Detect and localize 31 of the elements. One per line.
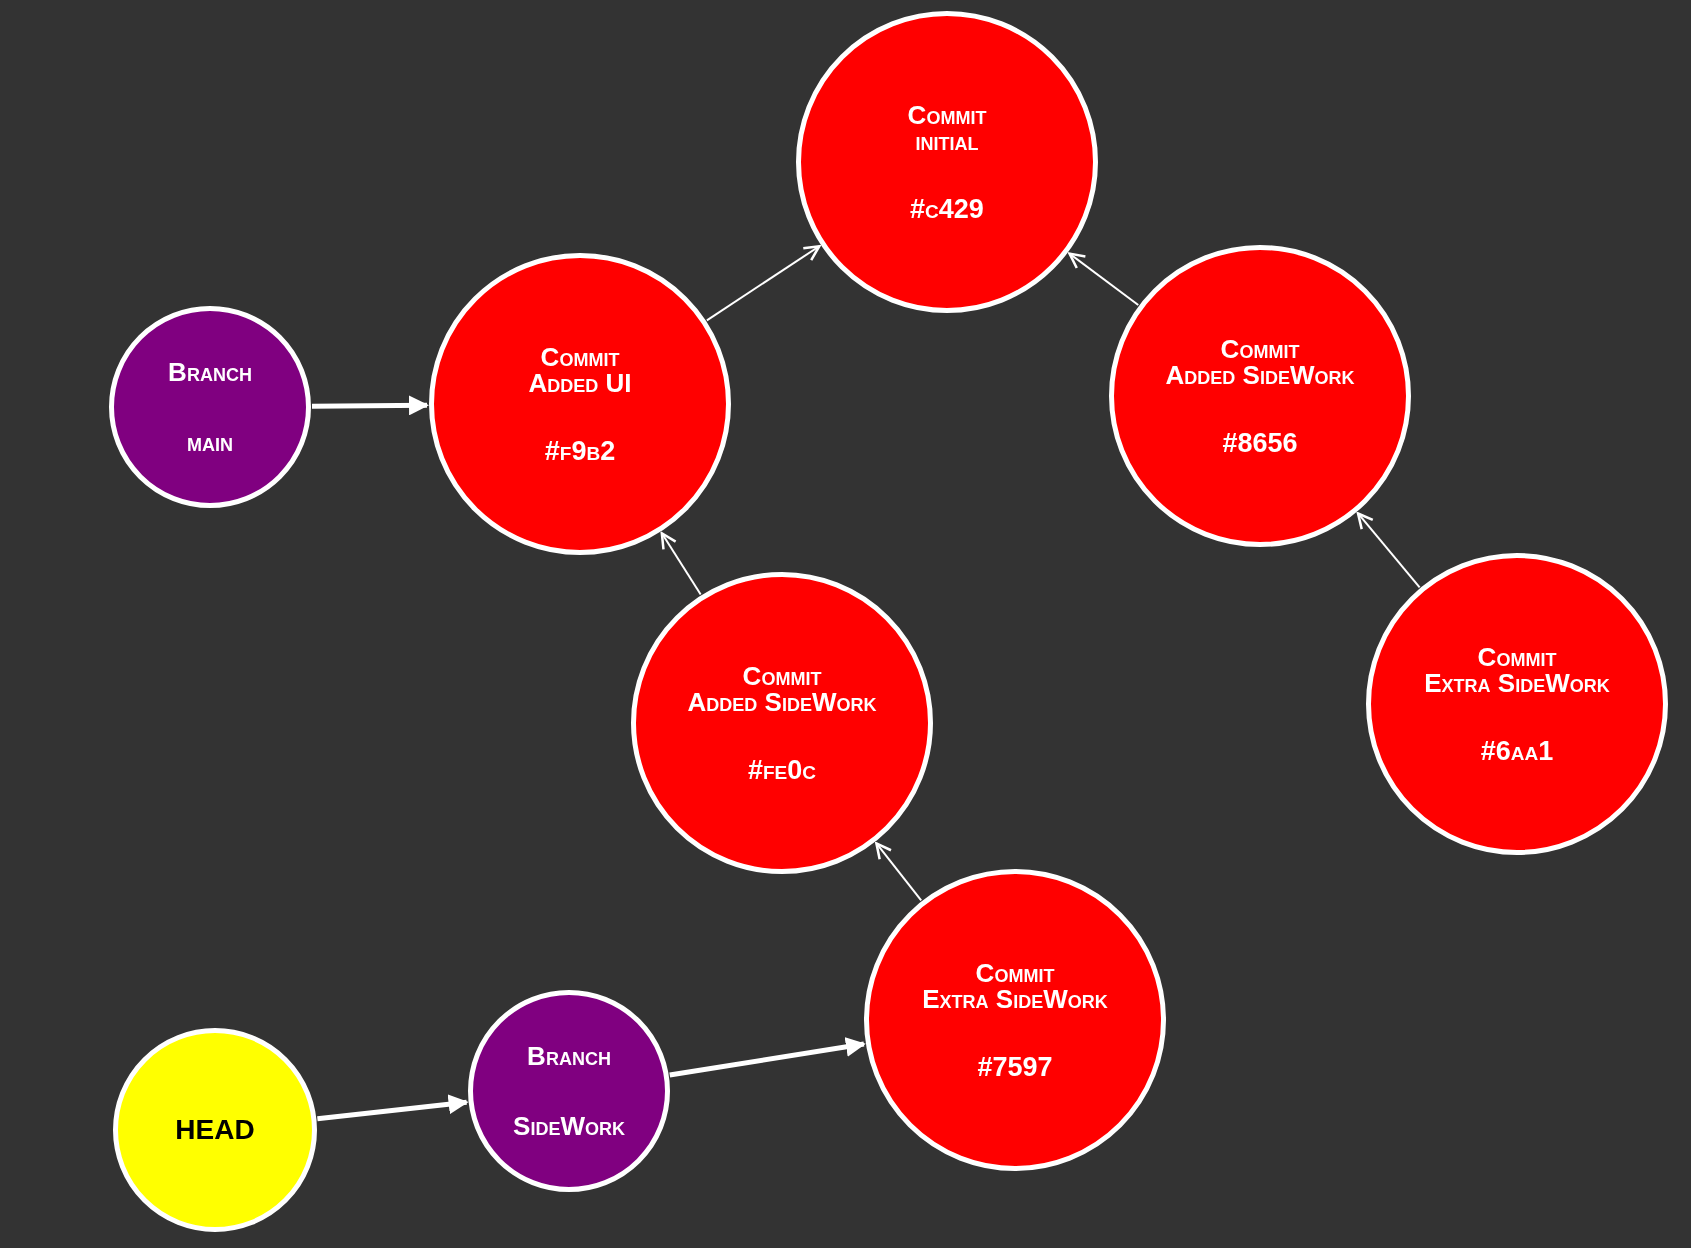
parent-arrow <box>660 532 702 596</box>
node-name: Extra SideWork <box>1424 669 1610 696</box>
node-name: main <box>187 429 233 455</box>
pointer-arrow <box>312 395 429 416</box>
node-type-label: Commit <box>1477 643 1557 670</box>
node-type-label: Commit <box>907 101 987 128</box>
node-name: initial <box>915 127 979 154</box>
node-type-label: Commit <box>975 959 1055 986</box>
node-label: HEAD <box>175 1116 255 1144</box>
node-type-label: Commit <box>1220 335 1300 362</box>
commit-hash: #6aa1 <box>1480 737 1554 765</box>
parent-arrow <box>1356 512 1421 589</box>
parent-arrow <box>705 244 821 322</box>
node-type-label: Commit <box>540 343 620 370</box>
node-name: SideWork <box>513 1113 625 1139</box>
node-name: Added SideWork <box>687 688 877 715</box>
node-type-label: Branch <box>527 1043 611 1069</box>
commit-hash: #f9b2 <box>544 437 616 465</box>
commit-hash: #fe0c <box>747 756 816 784</box>
parent-arrow <box>1068 252 1140 306</box>
node-name: Extra SideWork <box>922 985 1108 1012</box>
node-name: Added SideWork <box>1165 361 1355 388</box>
node-type-label: Branch <box>168 359 252 385</box>
pointer-arrow <box>317 1094 469 1122</box>
pointer-arrow <box>669 1037 866 1078</box>
node-name: Added UI <box>528 369 632 396</box>
commit-hash: #8656 <box>1222 429 1298 457</box>
node-type-label: Commit <box>742 662 822 689</box>
parent-arrow <box>875 842 923 902</box>
commit-hash: #c429 <box>910 195 984 223</box>
commit-hash: #7597 <box>977 1053 1053 1081</box>
